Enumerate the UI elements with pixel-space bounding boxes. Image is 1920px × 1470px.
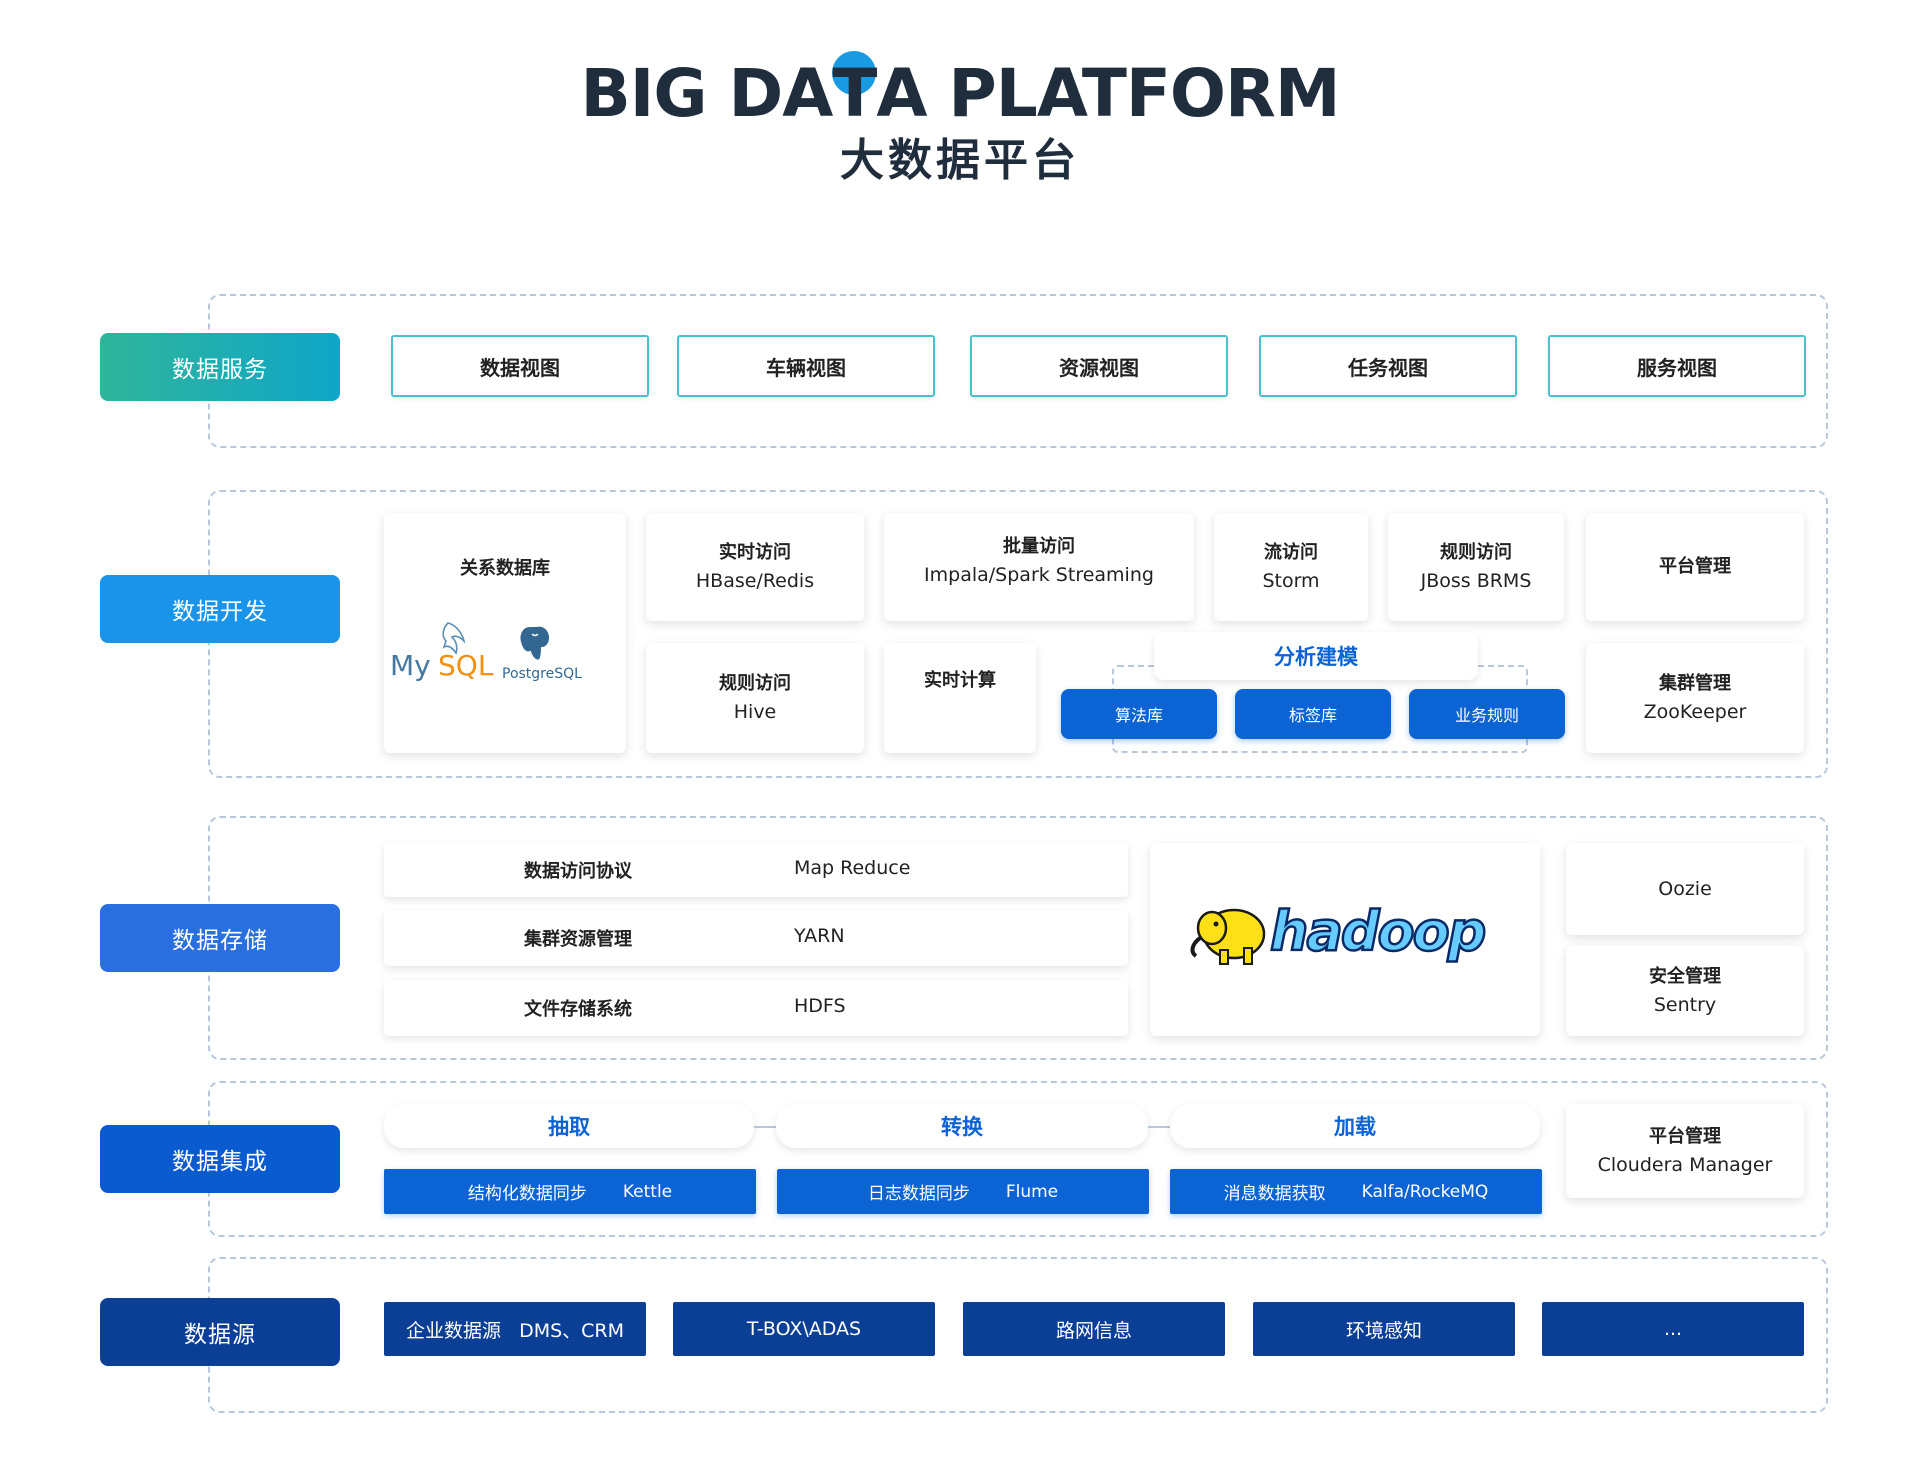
integration-layer-label: 数据集成 [100,1125,340,1193]
postgresql-elephant-icon [518,624,552,662]
platform-mgmt-card: 平台管理 [1586,513,1804,621]
title-part-a: BIG DA [580,55,833,132]
storage-row-hdfs: 文件存储系统 HDFS [384,980,1128,1036]
integration-bar-name: 日志数据同步 [867,1184,970,1204]
title-part-b: A PLATFORM [876,55,1340,132]
stream-access-title: 流访问 [1264,542,1318,563]
view-button-data[interactable]: 数据视图 [391,335,649,397]
storage-row-key: 文件存储系统 [524,999,632,1020]
rule-access-hive-value: Hive [733,701,777,723]
rule-access-brms-card: 规则访问 JBoss BRMS [1388,513,1564,621]
platform-mgmt-title: 平台管理 [1659,556,1731,577]
view-button-vehicle[interactable]: 车辆视图 [677,335,935,397]
chip-tag-lib[interactable]: 标签库 [1235,689,1391,739]
stage-connector [1148,1126,1170,1128]
chip-business-rules[interactable]: 业务规则 [1409,689,1565,739]
integration-bar-tool: Kalfa/RockeMQ [1361,1181,1489,1202]
oozie-card: Oozie [1566,843,1804,935]
rdb-card: 关系数据库 [384,513,626,753]
cluster-mgmt-card: 集群管理 ZooKeeper [1586,643,1804,753]
chip-algorithm-lib[interactable]: 算法库 [1061,689,1217,739]
storage-row-key: 数据访问协议 [524,861,632,882]
stage-load: 加载 [1170,1104,1540,1148]
storage-row-value: YARN [794,925,845,947]
source-enterprise[interactable]: 企业数据源 DMS、CRM [384,1302,646,1356]
source-road-network[interactable]: 路网信息 [963,1302,1225,1356]
integration-bar-structured[interactable]: 结构化数据同步 Kettle [384,1169,756,1214]
storage-row-protocol: 数据访问协议 Map Reduce [384,843,1128,897]
storage-row-key: 集群资源管理 [524,929,632,950]
stage-connector [754,1126,776,1128]
oozie-value: Oozie [1658,878,1712,900]
integration-platform-mgmt-value: Cloudera Manager [1597,1154,1773,1176]
integration-bar-tool: Kettle [622,1181,673,1202]
integration-platform-mgmt-card: 平台管理 Cloudera Manager [1566,1104,1804,1198]
rdb-title: 关系数据库 [460,558,550,579]
rule-access-brms-value: JBoss BRMS [1420,570,1532,592]
service-layer-label: 数据服务 [100,333,340,401]
security-mgmt-value: Sentry [1653,994,1717,1016]
page-title-cn: 大数据平台 [840,135,1080,186]
integration-platform-mgmt-title: 平台管理 [1649,1126,1721,1147]
postgresql-text: PostgreSQL [502,666,582,682]
realtime-compute-title: 实时计算 [924,670,996,691]
hadoop-text: hadoop [1269,900,1488,963]
source-more[interactable]: ... [1542,1302,1804,1356]
realtime-compute-card: 实时计算 [884,643,1036,753]
integration-bar-name: 消息数据获取 [1223,1184,1326,1204]
realtime-access-card: 实时访问 HBase/Redis [646,513,864,621]
source-layer-label: 数据源 [100,1298,340,1366]
stage-transform: 转换 [776,1104,1148,1148]
view-button-task[interactable]: 任务视图 [1259,335,1517,397]
title-dot-icon [832,51,877,95]
integration-bar-message[interactable]: 消息数据获取 Kalfa/RockeMQ [1170,1169,1542,1214]
dev-layer-label: 数据开发 [100,575,340,643]
cluster-mgmt-title: 集群管理 [1659,673,1731,694]
storage-row-value: Map Reduce [794,857,911,879]
storage-layer-label: 数据存储 [100,904,340,972]
view-button-service[interactable]: 服务视图 [1548,335,1806,397]
rule-access-hive-title: 规则访问 [719,673,791,694]
title-t-letter: T [832,51,877,132]
integration-bar-log[interactable]: 日志数据同步 Flume [777,1169,1149,1214]
source-environment[interactable]: 环境感知 [1253,1302,1515,1356]
storage-row-yarn: 集群资源管理 YARN [384,910,1128,966]
mysql-text-sql: SQL [438,649,494,682]
stream-access-card: 流访问 Storm [1214,513,1368,621]
mysql-dolphin-icon [442,622,466,655]
rule-access-brms-title: 规则访问 [1440,542,1512,563]
integration-bar-tool: Flume [1005,1181,1059,1202]
storage-row-value: HDFS [794,995,846,1017]
security-mgmt-title: 安全管理 [1649,966,1721,987]
source-tbox-adas[interactable]: T-BOX\ADAS [673,1302,935,1356]
batch-access-value: Impala/Spark Streaming [924,564,1154,586]
hadoop-logo-icon: hadoop [1186,898,1506,978]
batch-access-card: 批量访问 Impala/Spark Streaming [884,513,1194,621]
view-button-resource[interactable]: 资源视图 [970,335,1228,397]
realtime-access-title: 实时访问 [719,542,791,563]
analysis-title-pill: 分析建模 [1154,632,1478,680]
hadoop-elephant-icon [1190,908,1266,965]
integration-bar-name: 结构化数据同步 [467,1184,587,1204]
rule-access-hive-card: 规则访问 Hive [646,643,864,753]
mysql-logo-icon: My SQL [390,617,493,682]
realtime-access-value: HBase/Redis [695,570,815,592]
cluster-mgmt-value: ZooKeeper [1643,701,1747,723]
mysql-text-my: My [390,649,431,682]
batch-access-title: 批量访问 [1003,536,1075,557]
security-mgmt-card: 安全管理 Sentry [1566,946,1804,1036]
stage-extract: 抽取 [384,1104,754,1148]
stream-access-value: Storm [1262,570,1320,592]
postgresql-logo-icon: PostgreSQL [502,622,592,684]
